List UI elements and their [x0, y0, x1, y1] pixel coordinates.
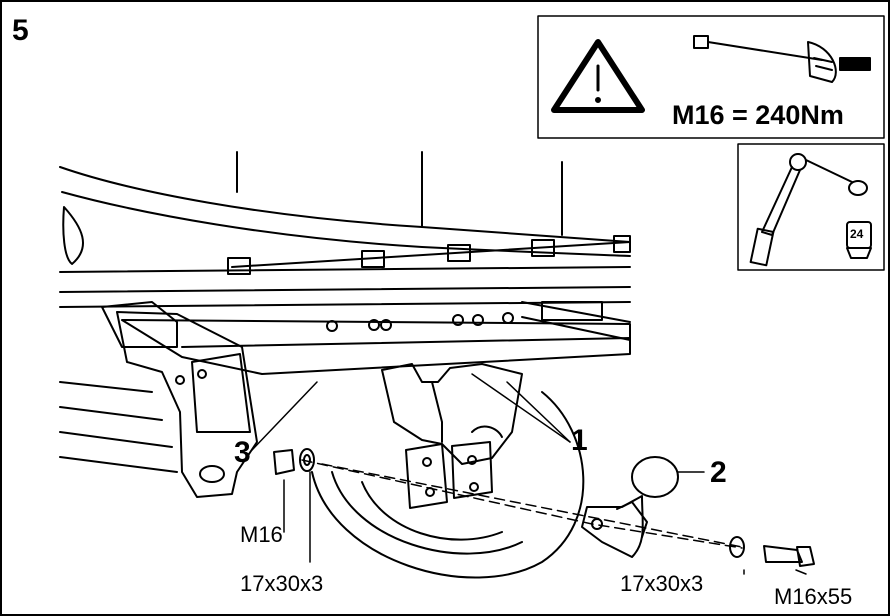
bolt-axis	[301, 459, 743, 549]
torque-wrench-icon	[693, 35, 871, 83]
step-number: 5	[12, 14, 29, 47]
vehicle-body-outline	[59, 151, 631, 473]
socket-wrench-icon	[749, 153, 868, 267]
label-washer-right: 17x30x3	[620, 571, 704, 596]
torque-warning-inset	[537, 15, 885, 139]
washer-right	[729, 536, 745, 558]
center-bracket-1	[381, 363, 523, 509]
callout-2: 2	[710, 456, 727, 489]
bolt-m16x55	[763, 545, 815, 567]
label-washer-left: 17x30x3	[240, 571, 324, 596]
torque-spec: M16 = 240Nm	[672, 100, 844, 130]
socket-size-label: 24	[850, 227, 864, 241]
callout-3: 3	[234, 436, 251, 469]
tow-ball-2	[581, 456, 679, 558]
label-bolt: M16x55	[774, 584, 853, 609]
spare-wheel	[311, 391, 585, 579]
callout-leaders	[251, 373, 807, 575]
warning-triangle-icon	[551, 39, 645, 113]
socket-icon	[846, 221, 872, 259]
tow-crossmember	[101, 301, 631, 375]
nut-m16	[273, 449, 295, 475]
fasteners	[273, 448, 815, 567]
washer-left	[299, 448, 315, 472]
side-bracket-3	[116, 311, 258, 498]
label-nut: M16	[240, 522, 283, 547]
wiring-clips	[227, 235, 631, 275]
callout-1: 1	[571, 424, 588, 457]
tool-inset	[737, 143, 885, 271]
